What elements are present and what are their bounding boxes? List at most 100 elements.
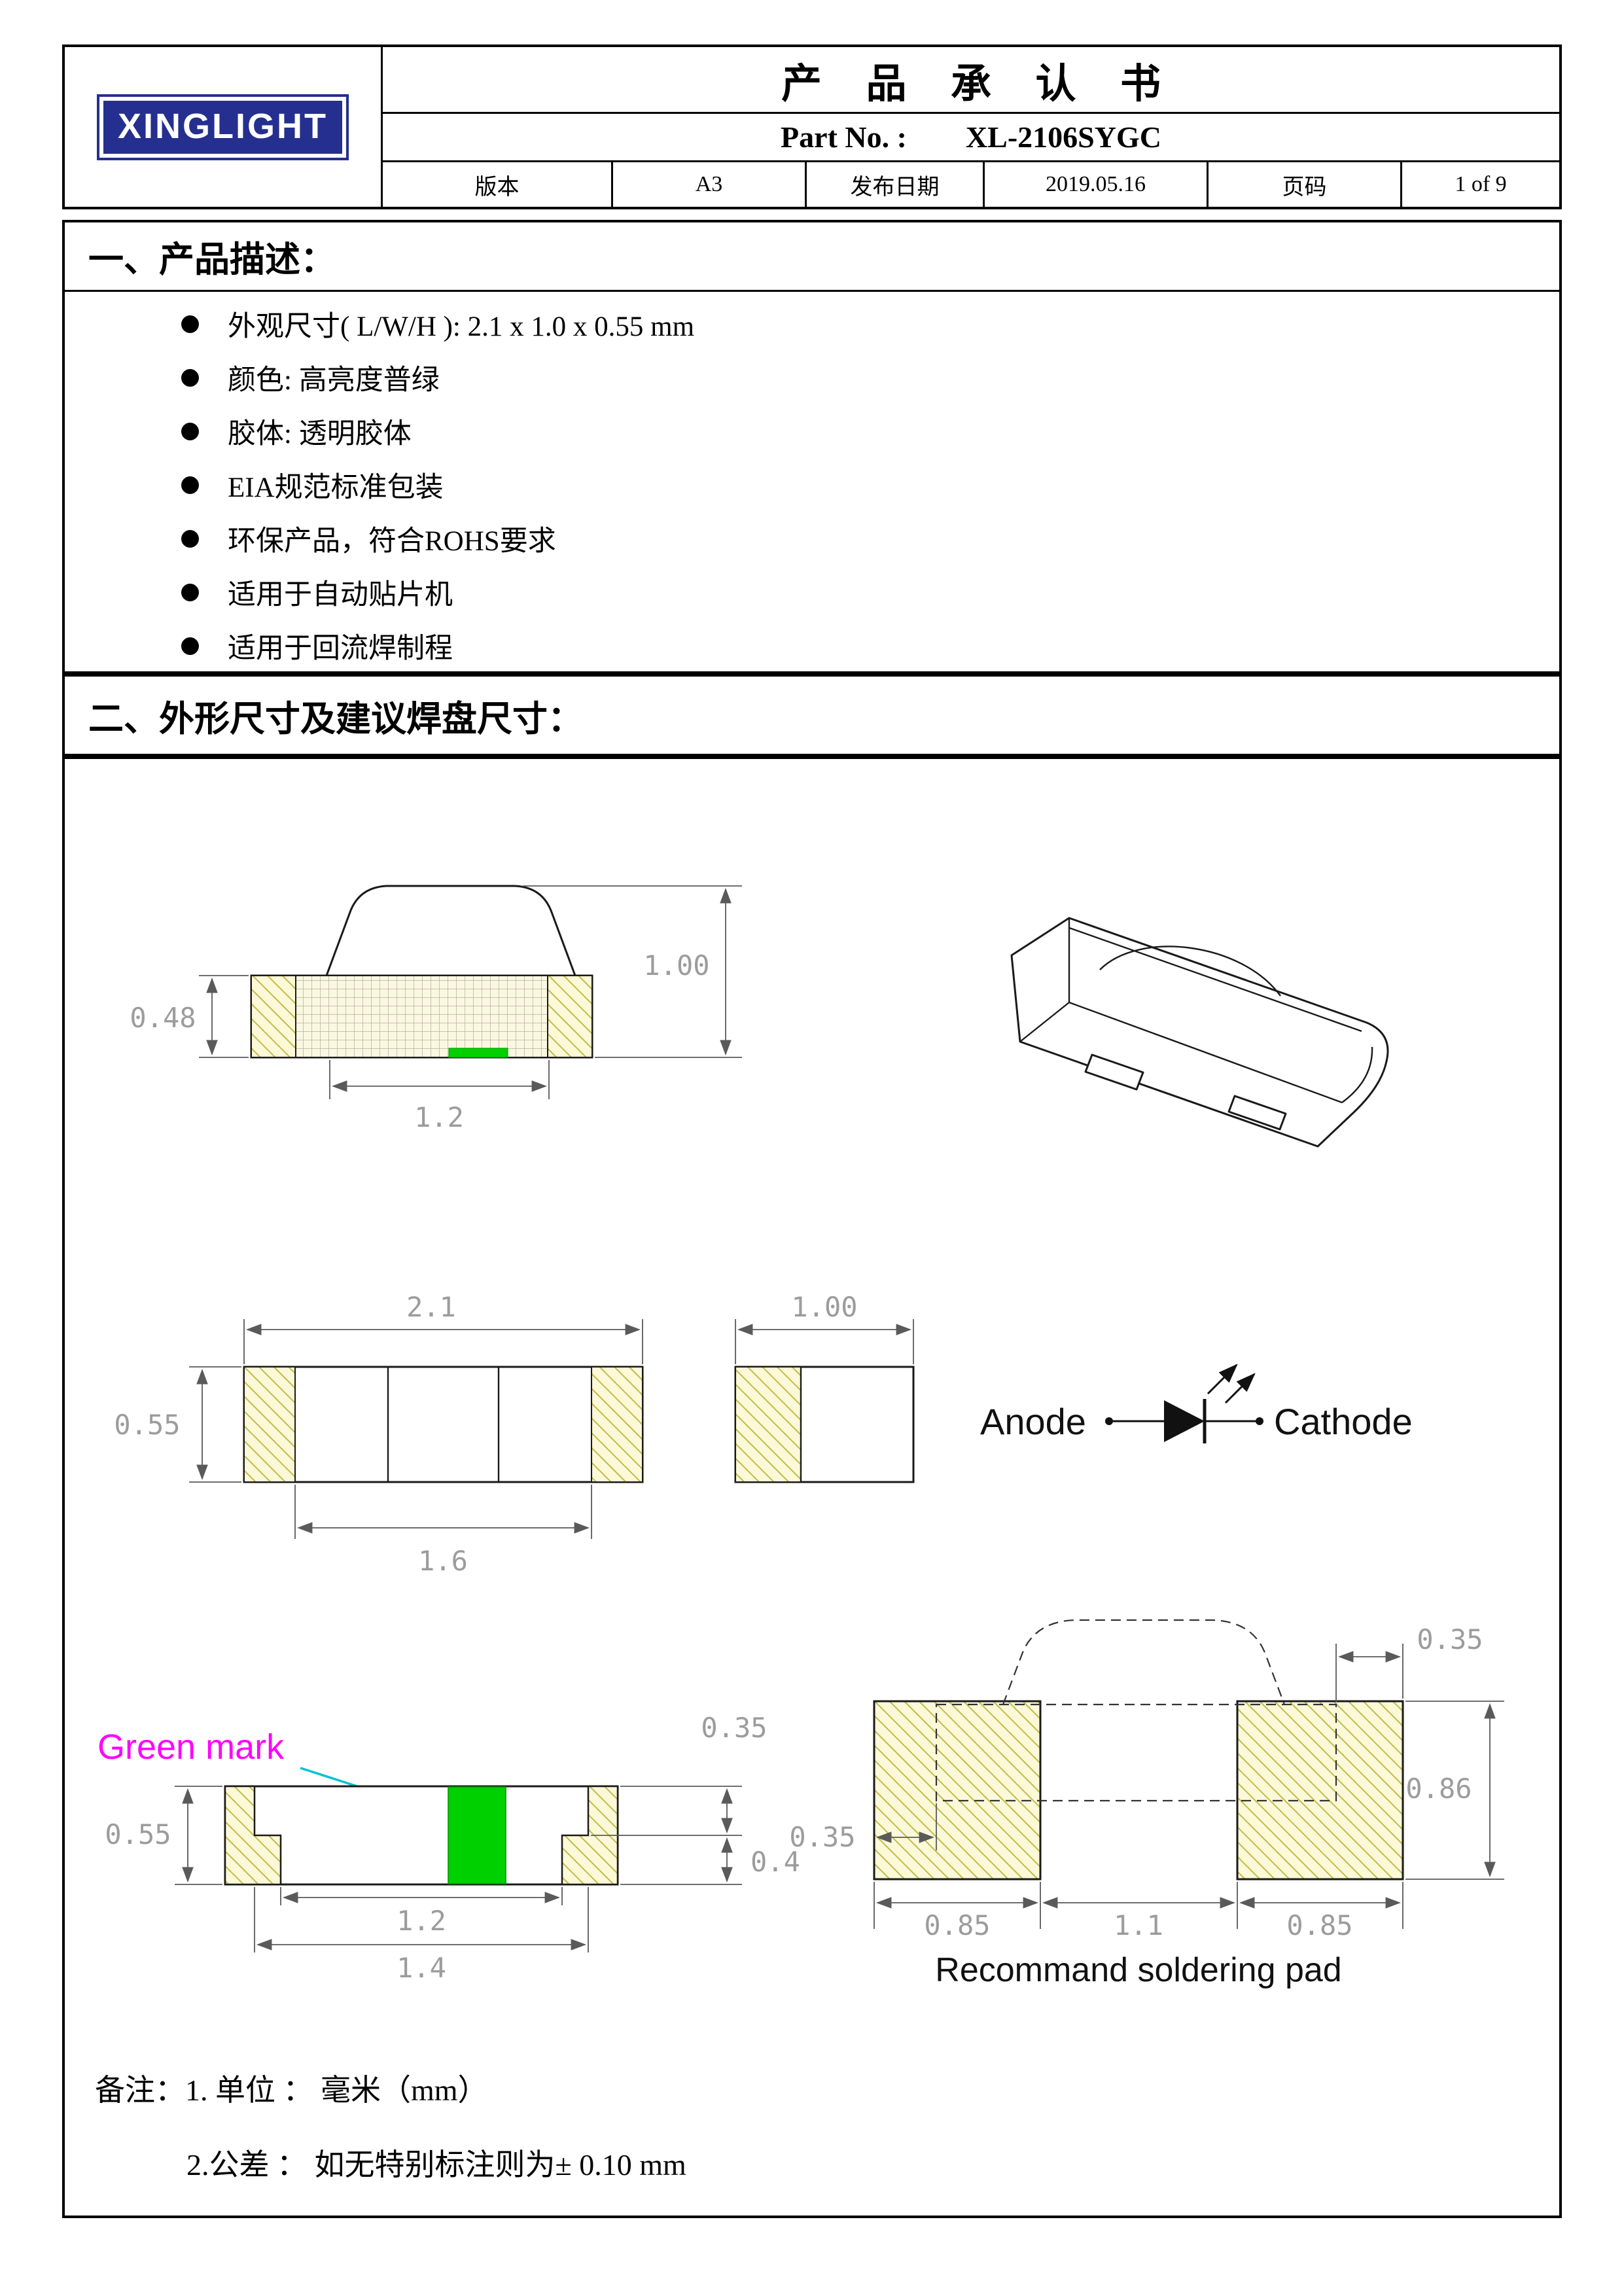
- version-label: 版本: [383, 162, 613, 207]
- part-no-value: XL-2106SYGC: [965, 120, 1161, 154]
- lens-dome: [325, 885, 577, 977]
- diode-triangle: [1164, 1400, 1205, 1442]
- section1-title: 一、产品描述：: [65, 222, 1559, 292]
- dim-pad-offset-top: 0.35: [1417, 1623, 1483, 1655]
- left-pad-bottom: [224, 1785, 282, 1886]
- bullet-icon: [181, 583, 199, 601]
- bullet-list: 外观尺寸( L/W/H ): 2.1 x 1.0 x 0.55 mm 颜色: 高…: [65, 292, 1559, 673]
- dim-body-height: 0.48: [130, 1002, 196, 1034]
- bullet-item: 胶体: 透明胶体: [181, 404, 1559, 458]
- right-terminal: [547, 975, 593, 1058]
- cathode-terminal-dot: [1256, 1417, 1263, 1425]
- part-no-row: Part No. : XL-2106SYGC: [383, 114, 1559, 162]
- drawing-area: 0.48 1.00 1.2 2.1 0.55: [62, 756, 1562, 2218]
- iso-pad: [1227, 1095, 1287, 1131]
- left-terminal: [251, 975, 296, 1058]
- iso-dome-arc: [1099, 945, 1281, 997]
- bullet-text: 适用于回流焊制程: [228, 633, 453, 664]
- package-outline-dashed: [935, 1703, 1337, 1802]
- bullet-text: 环保产品，符合ROHS要求: [228, 526, 556, 557]
- bullet-item: 环保产品，符合ROHS要求: [181, 512, 1559, 565]
- note-tolerance: 2.公差 ： 如无特别标注则为± 0.10 mm: [186, 2148, 686, 2181]
- logo-cell: XINGLIGHT: [65, 47, 383, 207]
- section2-title: 二、外形尺寸及建议焊盘尺寸：: [88, 699, 583, 739]
- left-pad: [243, 1366, 296, 1483]
- light-ray-icon: [1207, 1364, 1238, 1395]
- polarity-symbol: Anode Cathode: [980, 1364, 1413, 1443]
- dim-inner-length: 1.6: [418, 1545, 468, 1577]
- end-view: 1.00: [734, 1291, 915, 1483]
- bullet-item: 外观尺寸( L/W/H ): 2.1 x 1.0 x 0.55 mm: [181, 297, 1559, 351]
- cathode-label: Cathode: [1274, 1401, 1413, 1442]
- perspective-view: [1010, 917, 1389, 1148]
- green-mark-side: [448, 1048, 508, 1058]
- bullet-text: EIA规范标准包装: [228, 472, 444, 503]
- iso-silhouette: [1010, 917, 1389, 1148]
- top-view: 2.1 0.55 1.6: [114, 1291, 644, 1577]
- dome-outline-dashed: [1002, 1619, 1286, 1705]
- solder-pad-right: [1236, 1700, 1404, 1881]
- dim-pad-span: 1.4: [397, 1952, 446, 1984]
- body-grid-texture: [295, 975, 548, 1058]
- dim-pad: 0.4: [750, 1846, 800, 1878]
- dim-length: 2.1: [406, 1291, 456, 1323]
- side-view: 0.48 1.00 1.2: [130, 885, 742, 1133]
- top-outline: [243, 1366, 644, 1483]
- header-right: 产 品 承 认 书 Part No. : XL-2106SYGC 版本 A3 发…: [383, 47, 1559, 207]
- bullet-icon: [181, 529, 199, 548]
- dim-mark-width: 1.2: [397, 1905, 446, 1937]
- dim-pad-offset-left: 0.35: [789, 1821, 855, 1853]
- soldering-pad-layout: 0.35 0.86 0.35 0.85 1.1 0.85 Recommand s…: [789, 1619, 1504, 1989]
- dim-pad-width-right: 0.85: [1286, 1909, 1352, 1941]
- bullet-icon: [181, 637, 199, 655]
- company-logo: XINGLIGHT: [97, 94, 349, 160]
- bullet-item: EIA规范标准包装: [181, 458, 1559, 512]
- dim-step: 0.35: [701, 1712, 767, 1744]
- part-no-label: Part No. :: [781, 120, 907, 154]
- dim-pad-gap: 1.1: [1114, 1909, 1163, 1941]
- anode-label: Anode: [980, 1401, 1086, 1442]
- bullet-icon: [181, 368, 199, 387]
- doc-title: 产 品 承 认 书: [383, 47, 1559, 114]
- bullet-icon: [181, 315, 199, 333]
- version-value: A3: [613, 162, 807, 207]
- date-label: 发布日期: [807, 162, 985, 207]
- page-label: 页码: [1209, 162, 1402, 207]
- dim-bottom-width: 0.55: [105, 1818, 171, 1850]
- bullet-text: 颜色: 高亮度普绿: [228, 365, 440, 396]
- end-pad: [735, 1366, 802, 1483]
- note-units: 备注：1. 单位 ： 毫米（mm）: [95, 2074, 488, 2107]
- bullet-item: 颜色: 高亮度普绿: [181, 351, 1559, 404]
- right-pad: [591, 1366, 643, 1483]
- dim-pad-height: 0.86: [1405, 1773, 1472, 1805]
- green-mark: [448, 1786, 506, 1884]
- dim-inner-width: 1.2: [414, 1101, 464, 1133]
- bottom-outline: [224, 1785, 619, 1886]
- bullet-item: 适用于回流焊制程: [181, 619, 1559, 673]
- soldering-pad-caption: Recommand soldering pad: [935, 1951, 1341, 1989]
- dim-total-height: 1.00: [643, 949, 709, 981]
- page-value: 1 of 9: [1455, 172, 1507, 196]
- logo-text: XINGLIGHT: [103, 100, 342, 154]
- technical-drawing: 0.48 1.00 1.2 2.1 0.55: [97, 885, 1504, 1989]
- bullet-text: 胶体: 透明胶体: [228, 419, 412, 450]
- iso-pad: [1084, 1053, 1144, 1091]
- bullet-text: 适用于自动贴片机: [228, 580, 453, 610]
- dim-width: 0.55: [114, 1409, 180, 1441]
- bullet-icon: [181, 476, 199, 494]
- meta-row: 版本 A3 发布日期 2019.05.16 页码 1 of 9: [383, 162, 1559, 207]
- green-mark-label: Green mark: [97, 1727, 285, 1767]
- section-product-description: 一、产品描述： 外观尺寸( L/W/H ): 2.1 x 1.0 x 0.55 …: [62, 220, 1562, 674]
- header-table: XINGLIGHT 产 品 承 认 书 Part No. : XL-2106SY…: [62, 44, 1562, 209]
- solder-pad-left: [873, 1700, 1042, 1881]
- section-outline-dimensions: 二、外形尺寸及建议焊盘尺寸：: [62, 674, 1562, 756]
- bullet-icon: [181, 422, 199, 440]
- bottom-view: Green mark 0.55 0.35 0.4 1.2 1.4: [97, 1712, 800, 1984]
- light-ray-icon: [1224, 1373, 1256, 1404]
- dim-pad-width-left: 0.85: [924, 1909, 990, 1941]
- right-pad-bottom: [561, 1785, 619, 1886]
- bullet-text: 外观尺寸( L/W/H ): 2.1 x 1.0 x 0.55 mm: [228, 311, 695, 342]
- dim-end-width: 1.00: [791, 1291, 857, 1323]
- bullet-item: 适用于自动贴片机: [181, 565, 1559, 619]
- date-value: 2019.05.16: [985, 162, 1209, 207]
